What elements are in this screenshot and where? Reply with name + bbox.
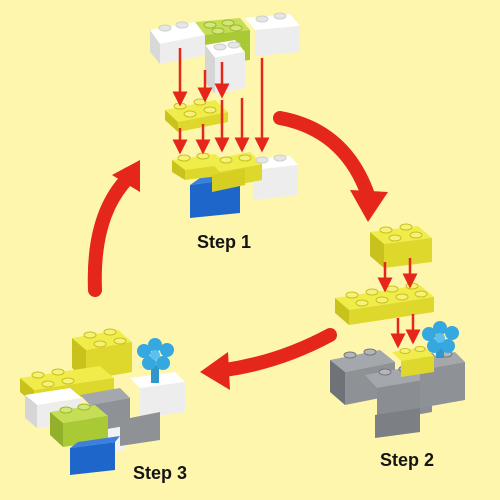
step1-yellow-plate bbox=[165, 98, 228, 132]
step1-white-brick-lower bbox=[205, 40, 245, 94]
step2-assembly bbox=[330, 223, 465, 438]
step2-drop-arrows bbox=[377, 258, 421, 349]
step1-base-assembly bbox=[172, 152, 298, 218]
step2-flower-piece bbox=[422, 321, 459, 358]
step3-label: Step 3 bbox=[133, 463, 188, 483]
step3-lime-brick bbox=[50, 403, 108, 447]
step3-blue-brick bbox=[70, 436, 120, 475]
step2-yellow-long-brick bbox=[335, 282, 434, 325]
step1-drop-arrows bbox=[172, 48, 270, 155]
cycle-arrow-step2-to-step3 bbox=[200, 328, 337, 390]
step2-yellow-small-brick bbox=[392, 346, 434, 377]
step3-flower-piece bbox=[137, 338, 174, 383]
step2-label: Step 2 bbox=[380, 450, 435, 470]
step1-label: Step 1 bbox=[197, 232, 252, 252]
step1-assembly bbox=[150, 12, 300, 218]
step1-white-brick-left bbox=[150, 21, 205, 64]
cycle-arrow-step3-to-step1 bbox=[87, 160, 140, 297]
step3-assembly bbox=[20, 328, 185, 475]
step2-gray-base bbox=[330, 348, 465, 438]
step2-yellow-top-brick bbox=[370, 223, 432, 268]
step1-white-brick-right bbox=[245, 12, 300, 56]
cycle-arrow-step1-to-step2 bbox=[273, 111, 388, 222]
